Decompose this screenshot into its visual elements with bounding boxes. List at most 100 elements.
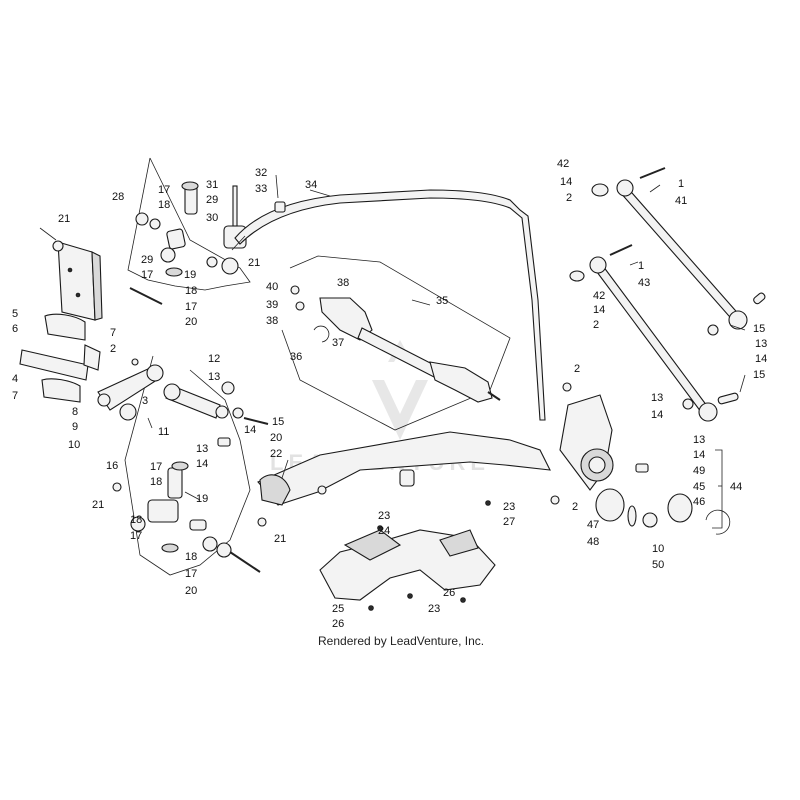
callout-42: 42 [557, 158, 569, 170]
callout-42: 42 [593, 290, 605, 302]
callout-1: 1 [638, 260, 644, 272]
callout-23: 23 [428, 603, 440, 615]
credit-text: Rendered by LeadVenture, Inc. [318, 634, 484, 648]
callout-26: 26 [332, 618, 344, 630]
callout-41: 41 [675, 195, 687, 207]
callout-2: 2 [110, 343, 116, 355]
callout-48: 48 [587, 536, 599, 548]
callout-9: 9 [72, 421, 78, 433]
callout-21: 21 [274, 533, 286, 545]
callout-39: 39 [266, 299, 278, 311]
callout-10: 10 [68, 439, 80, 451]
callout-5: 5 [12, 308, 18, 320]
callout-14: 14 [755, 353, 767, 365]
callout-17: 17 [158, 184, 170, 196]
callout-2: 2 [574, 363, 580, 375]
callout-14: 14 [593, 304, 605, 316]
callout-2: 2 [593, 319, 599, 331]
callout-20: 20 [185, 585, 197, 597]
callout-21: 21 [58, 213, 70, 225]
callout-21: 21 [92, 499, 104, 511]
callout-17: 17 [185, 301, 197, 313]
callout-22: 22 [270, 448, 282, 460]
callout-15: 15 [272, 416, 284, 428]
callout-27: 27 [503, 516, 515, 528]
callout-25: 25 [332, 603, 344, 615]
callout-19: 19 [184, 269, 196, 281]
pivot-shaft [19, 313, 269, 447]
group-outlines [124, 157, 723, 576]
callout-2: 2 [572, 501, 578, 513]
callout-30: 30 [206, 212, 218, 224]
callout-15: 15 [753, 323, 765, 335]
callout-4: 4 [12, 373, 18, 385]
callout-28: 28 [112, 191, 124, 203]
callout-29: 29 [206, 194, 218, 206]
callout-13: 13 [651, 392, 663, 404]
callout-34: 34 [305, 179, 317, 191]
callout-40: 40 [266, 281, 278, 293]
callout-20: 20 [185, 316, 197, 328]
callout-31: 31 [206, 179, 218, 191]
callout-18: 18 [130, 514, 142, 526]
callout-17: 17 [130, 530, 142, 542]
callout-13: 13 [755, 338, 767, 350]
callout-3: 3 [142, 395, 148, 407]
callout-2: 2 [566, 192, 572, 204]
callout-18: 18 [185, 551, 197, 563]
callout-18: 18 [150, 476, 162, 488]
skid-plate [319, 500, 496, 611]
callout-21: 21 [248, 257, 260, 269]
callout-43: 43 [638, 277, 650, 289]
callout-32: 32 [255, 167, 267, 179]
callout-7: 7 [12, 390, 18, 402]
callout-1: 1 [678, 178, 684, 190]
callout-20: 20 [270, 432, 282, 444]
callout-26: 26 [443, 587, 455, 599]
callout-18: 18 [158, 199, 170, 211]
callout-12: 12 [208, 353, 220, 365]
lower-tie-rod [112, 461, 261, 573]
callout-38: 38 [337, 277, 349, 289]
callout-16: 16 [106, 460, 118, 472]
callout-23: 23 [378, 510, 390, 522]
callout-14: 14 [651, 409, 663, 421]
callout-23: 23 [503, 501, 515, 513]
callout-14: 14 [693, 449, 705, 461]
callout-29: 29 [141, 254, 153, 266]
stabilizer-bar [231, 189, 546, 421]
callout-13: 13 [693, 434, 705, 446]
mounting-bracket [52, 240, 103, 321]
callout-8: 8 [72, 406, 78, 418]
callout-46: 46 [693, 496, 705, 508]
callout-18: 18 [185, 285, 197, 297]
link-rods [569, 167, 766, 422]
callout-38: 38 [266, 315, 278, 327]
callout-14: 14 [560, 176, 572, 188]
trailing-arm [257, 431, 551, 527]
callout-35: 35 [436, 295, 448, 307]
callout-33: 33 [255, 183, 267, 195]
callout-15: 15 [753, 369, 765, 381]
callout-17: 17 [141, 269, 153, 281]
callout-19: 19 [196, 493, 208, 505]
callout-11: 11 [158, 426, 169, 438]
callout-6: 6 [12, 323, 18, 335]
callout-14: 14 [244, 424, 256, 436]
leader-lines [39, 174, 746, 501]
drive-axle [290, 285, 501, 403]
callout-13: 13 [196, 443, 208, 455]
callout-50: 50 [652, 559, 664, 571]
callout-44: 44 [730, 481, 742, 493]
callout-24: 24 [378, 525, 390, 537]
callout-7: 7 [110, 327, 116, 339]
callout-17: 17 [185, 568, 197, 580]
callout-14: 14 [196, 458, 208, 470]
callout-17: 17 [150, 461, 162, 473]
callout-labels: 1 41 42 14 2 1 43 42 14 2 15 13 14 15 2 … [12, 158, 767, 630]
callout-45: 45 [693, 481, 705, 493]
knuckle [550, 382, 731, 535]
callout-13: 13 [208, 371, 220, 383]
callout-49: 49 [693, 465, 705, 477]
callout-10: 10 [652, 543, 664, 555]
